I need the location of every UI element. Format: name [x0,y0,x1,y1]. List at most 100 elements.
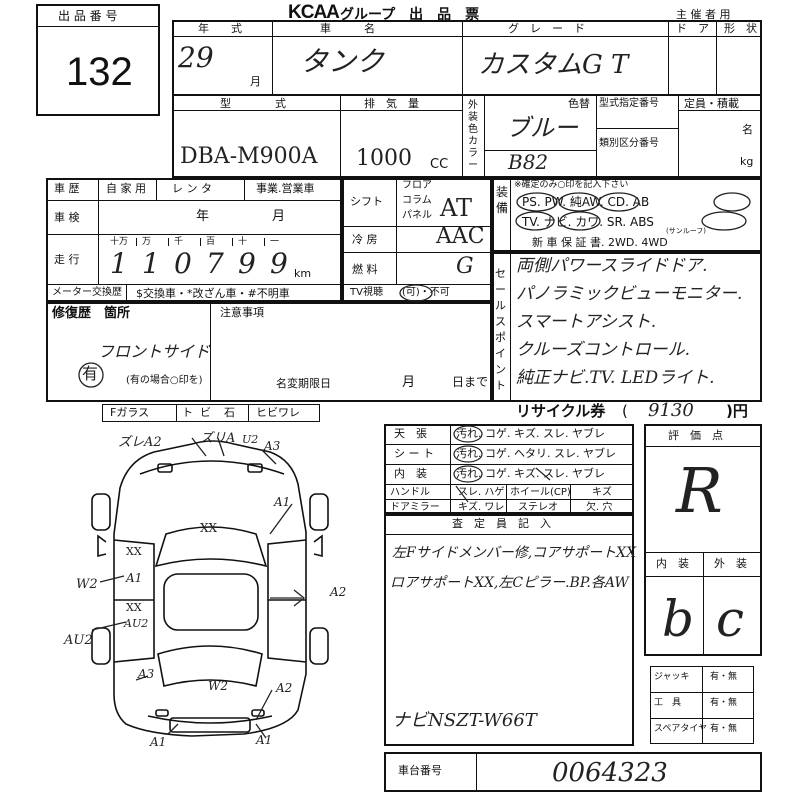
shift-column[interactable]: コラム [402,195,432,206]
mark-top-a3: A3 [264,439,281,453]
mileage-digit: 9 [238,247,256,280]
mileage-place-label: 万 [142,237,152,247]
color-value: ブルー [506,114,578,142]
capacity-people-unit: 名 [742,123,753,136]
glass-to[interactable]: ト [182,406,193,419]
equipment-circle-marks [515,192,751,231]
mileage-divider [168,238,169,246]
mileage-digit: 1 [142,247,160,280]
grade-label: 評 価 点 [668,429,723,442]
equipment-row2[interactable]: TV. ナビ. カワ. SR. ABS [522,215,654,229]
grade-label: グ レ ー ド [508,22,585,35]
mileage-place-label: 十万 [110,237,129,247]
tool-value[interactable]: 有・無 [710,672,738,682]
sales-point-line: 両側パワースライドドア. [516,256,708,276]
condition-table [384,424,634,514]
tool-value[interactable]: 有・無 [710,724,738,734]
year-month-unit: 月 [250,75,261,88]
repair-mark[interactable]: 有 [82,364,99,383]
interior-score: b [662,590,695,648]
deadline-month: 月 [402,375,416,390]
tv-label: TV視聴 [350,287,383,298]
handle-label: ハンドル [390,487,430,498]
history-private[interactable]: 自 家 用 [106,182,146,195]
history-label: 車 歴 [54,182,80,195]
tv-value[interactable]: (可)・不可 [402,287,450,298]
car-name-value: タンク [300,45,385,78]
interior-label: 内 装 [656,557,689,570]
repair-circle-mark [78,362,104,388]
history-rental[interactable]: レ ン タ [172,182,212,195]
glass-front[interactable]: Fガラス [110,406,150,419]
stereo-options[interactable]: 欠. 穴 [586,502,613,513]
glass-bi[interactable]: ビ [200,406,211,419]
chassis-box [384,752,762,792]
mark-right-bottom-a2: A2 [276,681,293,695]
tool-value[interactable]: 有・無 [710,698,738,708]
meter-change-label: メーター交換歴 [52,287,122,298]
equipment-side-label: 装備 [496,185,509,215]
header-logo: KCAA [288,2,340,23]
glass-stone[interactable]: 石 [224,406,235,419]
equipment-box [492,178,762,252]
mileage-label: 走 行 [54,253,80,266]
repair-label: 修復歴 箇所 [52,306,131,321]
ac-value: AAC [436,224,485,249]
shift-panel[interactable]: パネル [402,210,432,221]
car-name-label: 車 名 [320,22,375,35]
mileage-place-label: 十 [238,237,248,247]
lot-number: 132 [66,50,133,94]
shape-label: 形 状 [724,22,757,35]
inspection-label: 車 検 [54,211,80,224]
condition-row-options[interactable]: 汚れ. コゲ. キズ. スレ. ヤブレ [456,467,605,480]
mileage-digit: 0 [174,247,192,280]
mileage-digit: 1 [110,247,128,280]
condition-row-options[interactable]: 汚れ. コゲ. ヘタリ. スレ. ヤブレ [456,447,616,460]
mark-left-au2: AU2 [64,633,93,648]
capacity-kg-unit: kg [740,155,754,168]
equipment-row1[interactable]: PS. PW. 純AW. CD. AB [522,195,650,209]
condition-row-label: 天 張 [394,427,427,440]
history-commercial[interactable]: 事業.営業車 [256,182,315,195]
color-code: B82 [508,150,549,174]
displacement-value: 1000 [356,146,412,171]
mark-side-a1: A1 [126,571,143,585]
door-label: ド ア [676,22,709,35]
mileage-place-label: 百 [206,237,216,247]
mark-rear-w2: W2 [208,679,228,693]
glass-bar [102,404,320,422]
ac-label: 冷 房 [352,233,378,246]
tool-label: 工 具 [654,698,682,708]
car-damage-diagram [91,437,329,739]
tool-label: ジャッキ [654,672,690,682]
shift-floor[interactable]: フロア [402,180,432,191]
exterior-score: c [716,590,745,648]
mark-left-w2: W2 [76,577,98,592]
mileage-digit: 7 [206,247,224,280]
year-value: 29 [178,41,214,74]
mark-top-mid: ズリA [200,431,236,446]
organizer-label: 主 催 者 用 [676,8,731,21]
condition-row-label: シ ー ト [394,447,434,460]
sales-points-side-label: セールスポイント [495,267,506,392]
capacity-label: 定員・積載 [684,97,739,110]
inspection-month: 月 [272,209,286,224]
mileage-divider [136,238,137,246]
chassis-value: 0064323 [552,758,668,788]
mirror-options[interactable]: キズ. ワレ [458,502,505,513]
sales-point-line: クルーズコントロール. [516,340,691,360]
inspector-line-1: 左Fサイドメンバー修,コアサポートXX [392,545,637,561]
mark-right-a2: A2 [330,585,347,599]
condition-marks [453,425,551,503]
wheel-label: ホイール(CP) [510,487,571,498]
mileage-divider [200,238,201,246]
inspection-year: 年 [196,209,210,224]
handle-options[interactable]: スレ. ハゲ [458,487,505,498]
condition-row-options[interactable]: 汚れ. コゲ. キズ. スレ. ヤブレ [456,427,605,440]
repair-value: フロントサイド [98,342,211,361]
glass-crack[interactable]: ヒビワレ [256,406,300,419]
inspector-line-3: ナビNSZT-W66T [392,710,537,731]
equipment-guarantee[interactable]: 新 車 保 証 書. 2WD. 4WD [532,236,668,249]
recycle-open-paren: ( [622,402,628,420]
wheel-options[interactable]: キズ [592,487,612,498]
